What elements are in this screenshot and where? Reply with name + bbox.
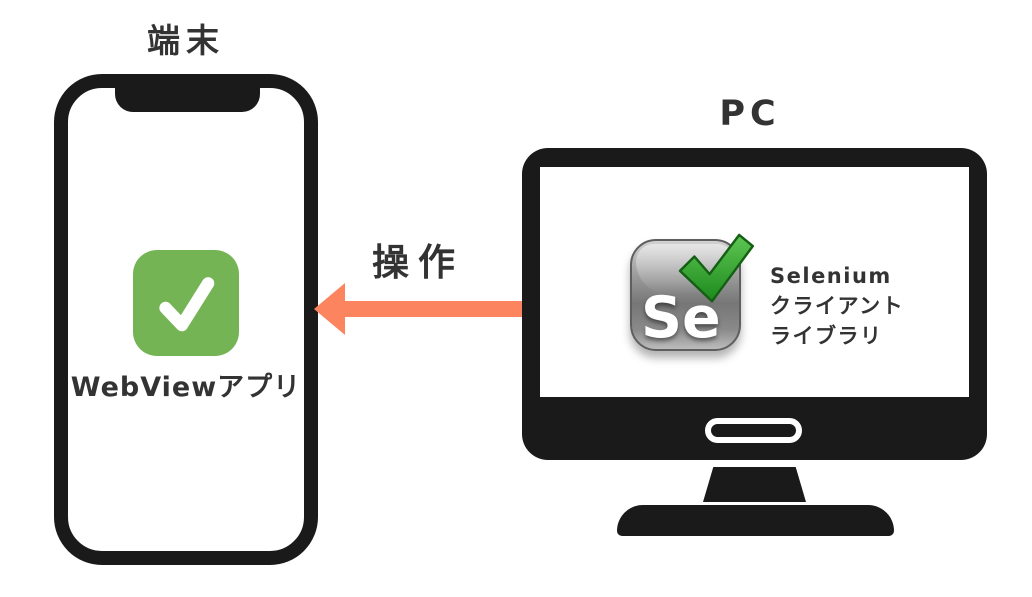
phone-notch	[115, 84, 260, 112]
selenium-logo: Se	[630, 233, 754, 351]
selenium-caption-line: クライアント	[770, 294, 905, 318]
smartphone-frame: WebViewアプリ	[54, 74, 318, 565]
device-label: 端末	[147, 21, 225, 60]
monitor-frame: Se Selenium クライアント ライブラリ	[522, 148, 987, 460]
monitor-stand-neck	[703, 467, 806, 502]
webview-app-icon	[133, 250, 239, 356]
operation-arrow-shaft	[344, 301, 523, 317]
operation-arrow-head-icon	[314, 283, 345, 335]
selenium-caption-line: Selenium	[770, 264, 892, 288]
monitor-stand-base	[617, 505, 894, 536]
monitor-screen: Se Selenium クライアント ライブラリ	[540, 167, 969, 397]
checkmark-icon	[159, 277, 215, 332]
selenium-check-icon	[678, 233, 754, 303]
operation-label: 操作	[372, 241, 464, 284]
selenium-logo-text: Se	[641, 285, 721, 351]
selenium-caption: Selenium クライアント ライブラリ	[770, 261, 904, 351]
webview-app-label: WebViewアプリ	[70, 372, 302, 403]
pc-label: PC	[719, 94, 781, 134]
monitor-chin-slot	[705, 418, 802, 443]
selenium-caption-line: ライブラリ	[770, 324, 883, 348]
